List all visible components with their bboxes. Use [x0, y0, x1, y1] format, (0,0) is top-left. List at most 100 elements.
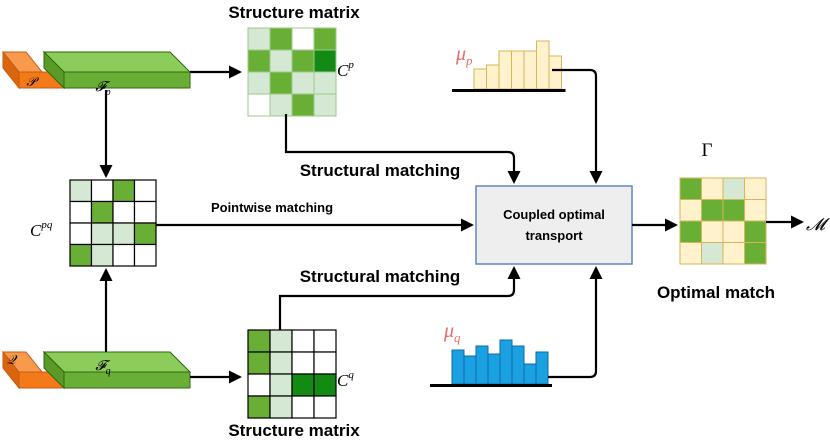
matrix-cell: [679, 220, 702, 243]
matrix-cell: [247, 49, 271, 73]
symbol-Gamma: Γ: [702, 140, 713, 161]
pointwise-matching-label: Pointwise matching: [211, 200, 333, 215]
matrix-cell: [313, 27, 337, 51]
matrix-cell: [313, 373, 337, 397]
matrix-cell: [722, 242, 745, 265]
histogram-bar: [535, 351, 549, 385]
arrow-cp-to-ot: [284, 114, 521, 184]
matrix-cell: [679, 199, 702, 222]
feature-block-q: [42, 350, 192, 390]
arrow-muq-to-ot: [548, 266, 603, 379]
structural-matching-bottom-label: Structural matching: [300, 267, 461, 286]
matrix-cell: [69, 179, 93, 203]
matrix-cell: [247, 27, 271, 51]
symbol-mu-q: μq: [443, 320, 461, 345]
matrix-cell: [701, 220, 724, 243]
matrix-cell: [744, 199, 767, 222]
matrix-cell: [722, 220, 745, 243]
transport-plan-matrix: [679, 177, 767, 265]
matrix-cell: [744, 177, 767, 200]
matrix-cell: [133, 179, 157, 203]
matrix-cell: [269, 373, 293, 397]
arrow-cq-to-ot: [278, 266, 521, 330]
matrix-cell: [313, 49, 337, 73]
matrix-cell: [247, 373, 271, 397]
matrix-cell: [133, 243, 157, 267]
coupled-ot-label-2: transport: [525, 228, 583, 243]
histogram-bar: [473, 68, 487, 90]
matrix-cell: [291, 27, 315, 51]
histogram-bar: [498, 50, 512, 90]
arrow-mup-to-ot: [552, 68, 603, 184]
matrix-cell: [90, 243, 114, 267]
histogram-bar: [548, 55, 562, 90]
structure-matrix-bottom-label: Structure matrix: [228, 421, 360, 440]
matrix-cell: [269, 27, 293, 51]
histogram-bar: [536, 40, 550, 90]
matrix-cell: [313, 351, 337, 375]
histogram-bar: [463, 355, 477, 385]
matrix-cell: [247, 395, 271, 419]
structure-matrix-p: [247, 27, 337, 117]
matrix-cell: [722, 199, 745, 222]
matrix-cell: [247, 329, 271, 353]
matrix-cell: [69, 200, 93, 224]
matrix-cell: [291, 329, 315, 353]
matrix-cell: [679, 177, 702, 200]
matrix-cell: [269, 329, 293, 353]
matrix-cell: [744, 220, 767, 243]
matrix-cell: [291, 373, 315, 397]
matrix-cell: [133, 200, 157, 224]
symbol-Cpq: Cpq: [30, 219, 53, 240]
matrix-cell: [291, 93, 315, 117]
matrix-cell: [313, 395, 337, 419]
symbol-Q: 𝒬: [6, 352, 18, 367]
matrix-cell: [313, 329, 337, 353]
histogram-bar: [511, 50, 525, 90]
matrix-cell: [269, 93, 293, 117]
histogram-bar: [451, 349, 465, 385]
matrix-cell: [679, 242, 702, 265]
structure-matrix-top-label: Structure matrix: [228, 3, 360, 22]
matrix-cell: [69, 243, 93, 267]
symbol-mu-p: μp: [455, 43, 473, 68]
histogram-mu-q: [430, 339, 552, 387]
matrix-cell: [313, 93, 337, 117]
histogram-mu-p: [452, 40, 566, 92]
matrix-cell: [247, 93, 271, 117]
feature-block-p: [42, 50, 192, 90]
matrix-cell: [291, 395, 315, 419]
matrix-cell: [701, 177, 724, 200]
structural-matching-top-label: Structural matching: [300, 161, 461, 180]
histogram-bar: [523, 363, 537, 385]
structure-matrix-q: [247, 329, 337, 419]
matrix-cell: [744, 242, 767, 265]
symbol-M: 𝓜: [806, 215, 830, 234]
coupled-ot-label-1: Coupled optimal: [503, 207, 605, 222]
histogram-bar: [475, 345, 489, 385]
matrix-cell: [701, 242, 724, 265]
matrix-cell: [112, 200, 136, 224]
point-cloud-p-block: [1, 50, 66, 90]
matrix-cell: [701, 199, 724, 222]
matrix-cell: [269, 351, 293, 375]
coupled-ot-box: [475, 185, 633, 265]
optimal-match-label: Optimal match: [657, 283, 775, 302]
matrix-cell: [90, 179, 114, 203]
matrix-cell: [269, 71, 293, 95]
matrix-cell: [247, 71, 271, 95]
matrix-cell: [291, 49, 315, 73]
histogram-bar: [486, 64, 500, 90]
matrix-cell: [112, 222, 136, 246]
histogram-bar: [487, 353, 501, 385]
histogram-bar: [499, 339, 513, 385]
matrix-cell: [313, 71, 337, 95]
histogram-bar: [523, 50, 537, 90]
matrix-cell: [291, 71, 315, 95]
matrix-cell: [269, 49, 293, 73]
matrix-cell: [291, 351, 315, 375]
matrix-cell: [133, 222, 157, 246]
matrix-cell: [247, 351, 271, 375]
